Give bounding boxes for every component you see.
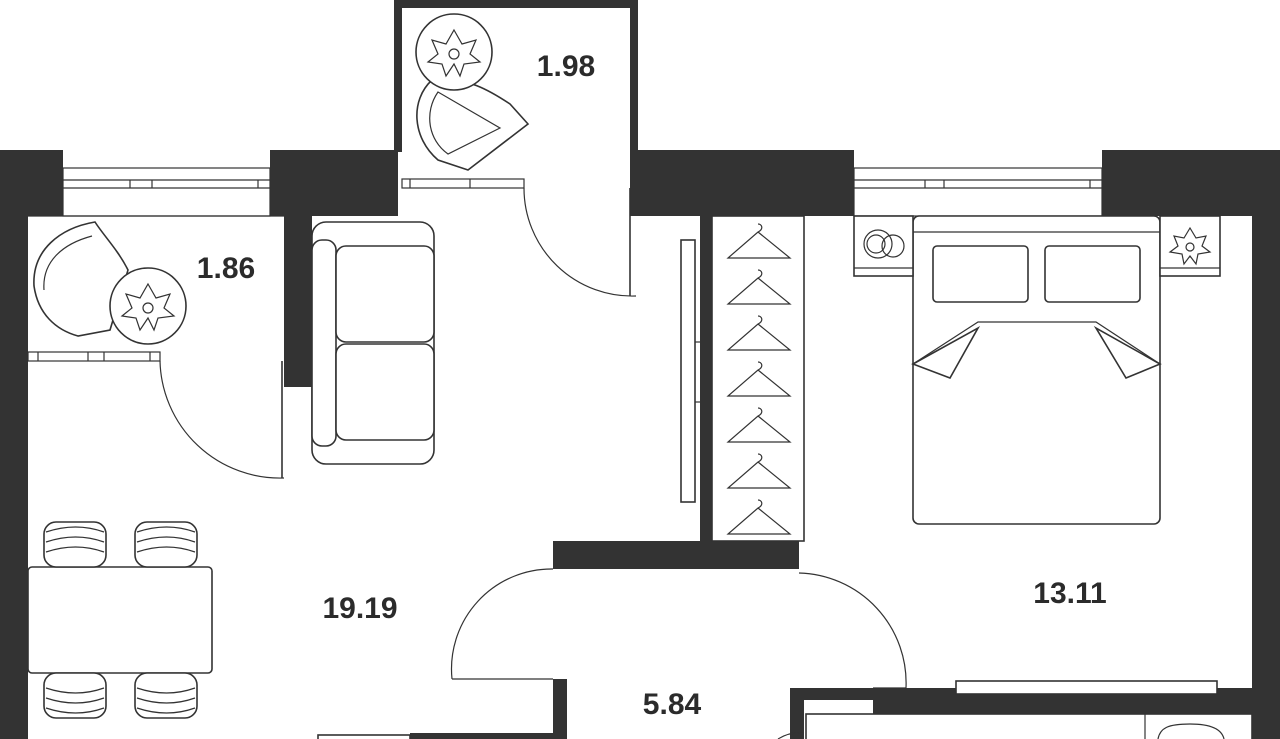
balcony-wall-right bbox=[630, 0, 638, 216]
area-labels: 1.98 1.86 19.19 13.11 5.84 bbox=[197, 50, 1107, 721]
balcony-top-sill bbox=[401, 178, 525, 189]
door-top-balcony bbox=[523, 187, 637, 297]
bath-fixture bbox=[805, 713, 1253, 739]
lamp-icon bbox=[863, 229, 905, 259]
plant-icon bbox=[1168, 226, 1212, 266]
hanger-icon bbox=[726, 453, 792, 489]
door-hall-living bbox=[450, 568, 554, 680]
chair bbox=[43, 521, 107, 568]
bottom-counter bbox=[317, 734, 411, 739]
area-label-balcony-left: 1.86 bbox=[197, 252, 255, 285]
balcony-left-sill bbox=[27, 351, 161, 362]
doors bbox=[159, 187, 907, 739]
wall-top-left-pier bbox=[0, 150, 63, 216]
door-bottom bbox=[777, 732, 805, 739]
furniture bbox=[27, 13, 1253, 739]
wall-wardrobe-left bbox=[700, 216, 712, 544]
hanger-icon bbox=[726, 269, 792, 305]
dining-table bbox=[27, 566, 213, 674]
hanger-icon bbox=[726, 361, 792, 397]
wall-top-right-pier bbox=[1102, 150, 1280, 216]
wall-left-outer bbox=[0, 150, 28, 739]
wall-hall-left-lower bbox=[553, 679, 567, 739]
armchair-top bbox=[416, 78, 530, 171]
windows bbox=[27, 167, 1103, 362]
nightstand-right bbox=[1159, 215, 1221, 277]
chair bbox=[43, 672, 107, 719]
nightstand-left bbox=[853, 215, 914, 277]
area-label-hallway: 5.84 bbox=[643, 688, 702, 721]
hanger-icon bbox=[726, 407, 792, 443]
area-label-balcony-top: 1.98 bbox=[537, 50, 595, 83]
wall-hall-top bbox=[553, 541, 799, 569]
bedroom-shelf bbox=[955, 680, 1218, 700]
area-label-bedroom: 13.11 bbox=[1033, 577, 1106, 610]
armchair-left bbox=[33, 221, 129, 337]
wall-top-center-pier bbox=[636, 150, 854, 216]
hanger-icon bbox=[726, 499, 792, 535]
tv-panel bbox=[680, 239, 700, 503]
wall-bath-top-b bbox=[873, 700, 1252, 714]
hanger-icon bbox=[726, 223, 792, 259]
wall-partition-left bbox=[284, 150, 312, 387]
area-label-living-room: 19.19 bbox=[322, 592, 397, 625]
plant-icon bbox=[415, 13, 493, 91]
door-hall-bedroom bbox=[798, 572, 907, 689]
window-left bbox=[62, 167, 271, 217]
wall-right-outer bbox=[1252, 150, 1280, 739]
sofa bbox=[311, 221, 435, 465]
wall-hall-right-lower bbox=[790, 688, 804, 739]
wall-hall-left-upper bbox=[553, 541, 567, 569]
wall-bottom-left bbox=[410, 733, 553, 739]
window-right bbox=[853, 167, 1103, 217]
chair bbox=[134, 521, 198, 568]
door-left-balcony bbox=[159, 360, 285, 479]
bed bbox=[911, 215, 1162, 525]
plant-icon bbox=[109, 267, 187, 345]
balcony-wall-top bbox=[394, 0, 638, 8]
hanger-icon bbox=[726, 315, 792, 351]
wardrobe bbox=[711, 215, 805, 542]
chair bbox=[134, 672, 198, 719]
balcony-wall-left bbox=[394, 0, 402, 152]
